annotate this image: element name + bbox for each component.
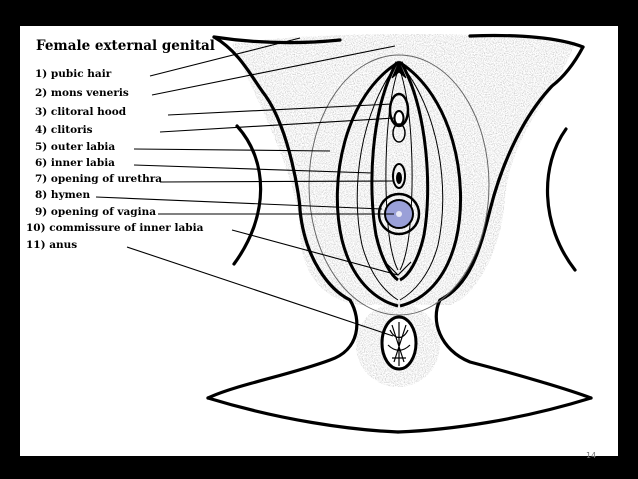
- label-anus: 11) anus: [26, 239, 77, 251]
- label-mons-veneris: 2) mons veneris: [35, 87, 129, 99]
- label-vaginal-opening: 9) opening of vagina: [35, 206, 156, 218]
- label-outer-labia: 5) outer labia: [35, 141, 115, 153]
- label-inner-labia: 6) inner labia: [35, 157, 115, 169]
- label-hymen: 8) hymen: [35, 189, 90, 201]
- label-urethra-opening: 7) opening of urethra: [35, 173, 162, 185]
- label-clitoral-hood: 3) clitoral hood: [35, 106, 126, 118]
- label-clitoris: 4) clitoris: [35, 124, 93, 136]
- label-pubic-hair: 1) pubic hair: [35, 68, 111, 80]
- anus: [382, 317, 416, 369]
- page-number: 14: [586, 451, 596, 460]
- diagram-title: Female external genital: [36, 38, 215, 54]
- label-commissure: 10) commissure of inner labia: [26, 222, 203, 234]
